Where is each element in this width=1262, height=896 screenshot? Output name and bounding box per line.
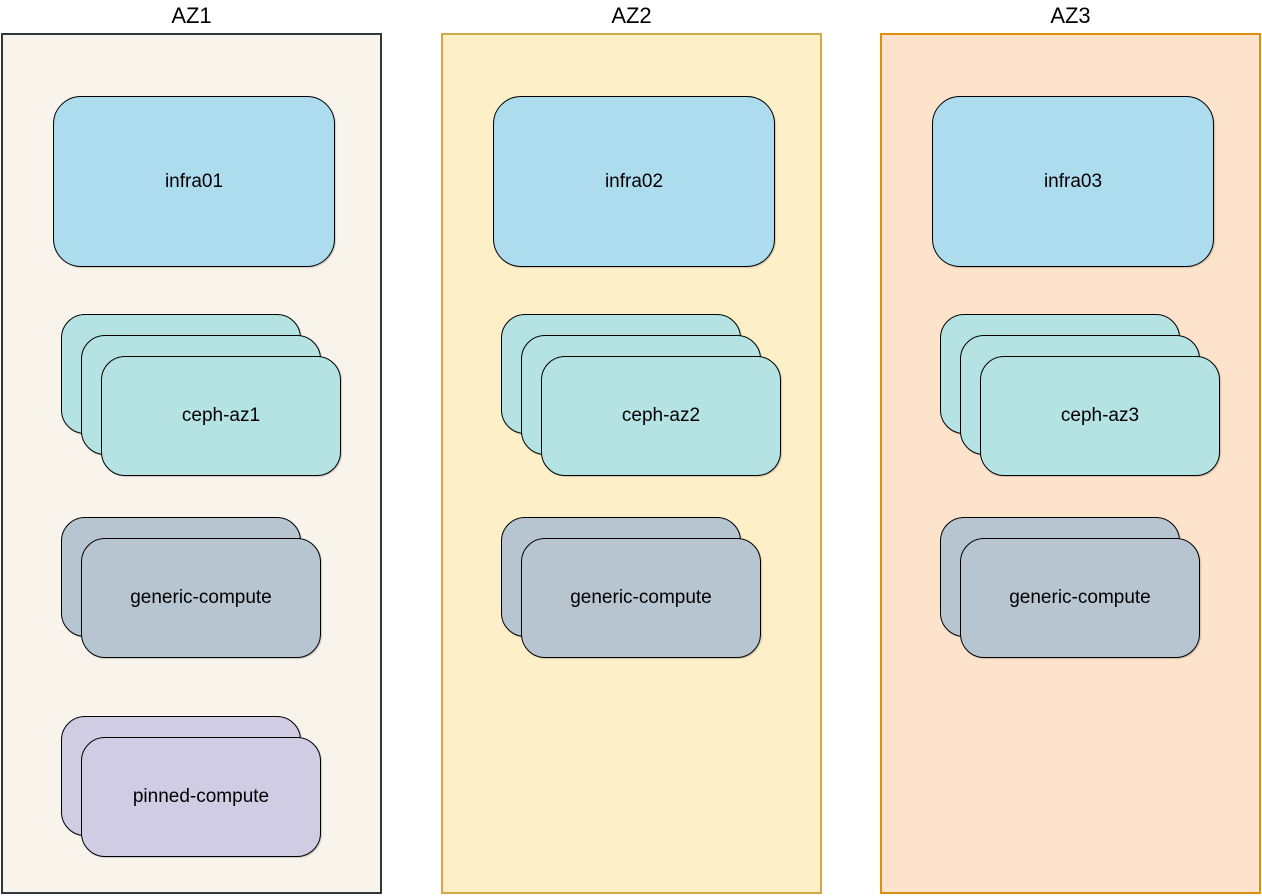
node-label-ceph-az2: ceph-az2	[621, 405, 701, 426]
zone-title-az3: AZ3	[1050, 3, 1091, 28]
availability-zone-az2: AZ2 infra02 ceph-az2 generic-compute	[441, 0, 822, 896]
node-ceph-az2: ceph-az2	[541, 356, 781, 476]
node-label-generic-compute-az1: generic-compute	[130, 587, 272, 608]
stack-ceph-az2: ceph-az2	[501, 314, 781, 476]
node-label-generic-compute-az3: generic-compute	[1009, 587, 1151, 608]
node-infra03: infra03	[932, 96, 1214, 267]
availability-zone-az3: AZ3 infra03 ceph-az3 generic-compute	[880, 0, 1261, 896]
zone-title-az2: AZ2	[611, 3, 652, 28]
stack-ceph-az3: ceph-az3	[940, 314, 1220, 476]
zone-title-az1: AZ1	[171, 3, 212, 28]
zone-container-az1: infra01 ceph-az1 generic-compute pinned-…	[1, 33, 382, 894]
node-label-ceph-az3: ceph-az3	[1060, 405, 1140, 426]
stack-generic-compute-az2: generic-compute	[501, 517, 781, 679]
zone-container-az2: infra02 ceph-az2 generic-compute	[441, 33, 822, 894]
node-label-ceph-az1: ceph-az1	[181, 405, 261, 426]
node-generic-compute-az2: generic-compute	[521, 538, 761, 658]
node-ceph-az1: ceph-az1	[101, 356, 341, 476]
node-label-infra01: infra01	[164, 170, 224, 192]
node-label-generic-compute-az2: generic-compute	[570, 587, 712, 608]
node-label-infra03: infra03	[1043, 170, 1103, 192]
node-infra01: infra01	[53, 96, 335, 267]
node-label-infra02: infra02	[604, 170, 664, 192]
node-label-pinned-compute-az1: pinned-compute	[132, 786, 270, 807]
node-infra02: infra02	[493, 96, 775, 267]
stack-pinned-compute-az1: pinned-compute	[61, 716, 341, 878]
node-ceph-az3: ceph-az3	[980, 356, 1220, 476]
availability-zone-az1: AZ1 infra01 ceph-az1 generic-compute	[1, 0, 382, 896]
node-pinned-compute-az1: pinned-compute	[81, 737, 321, 857]
node-generic-compute-az1: generic-compute	[81, 538, 321, 658]
stack-ceph-az1: ceph-az1	[61, 314, 341, 476]
node-generic-compute-az3: generic-compute	[960, 538, 1200, 658]
stack-generic-compute-az1: generic-compute	[61, 517, 341, 679]
stack-generic-compute-az3: generic-compute	[940, 517, 1220, 679]
zone-container-az3: infra03 ceph-az3 generic-compute	[880, 33, 1261, 894]
